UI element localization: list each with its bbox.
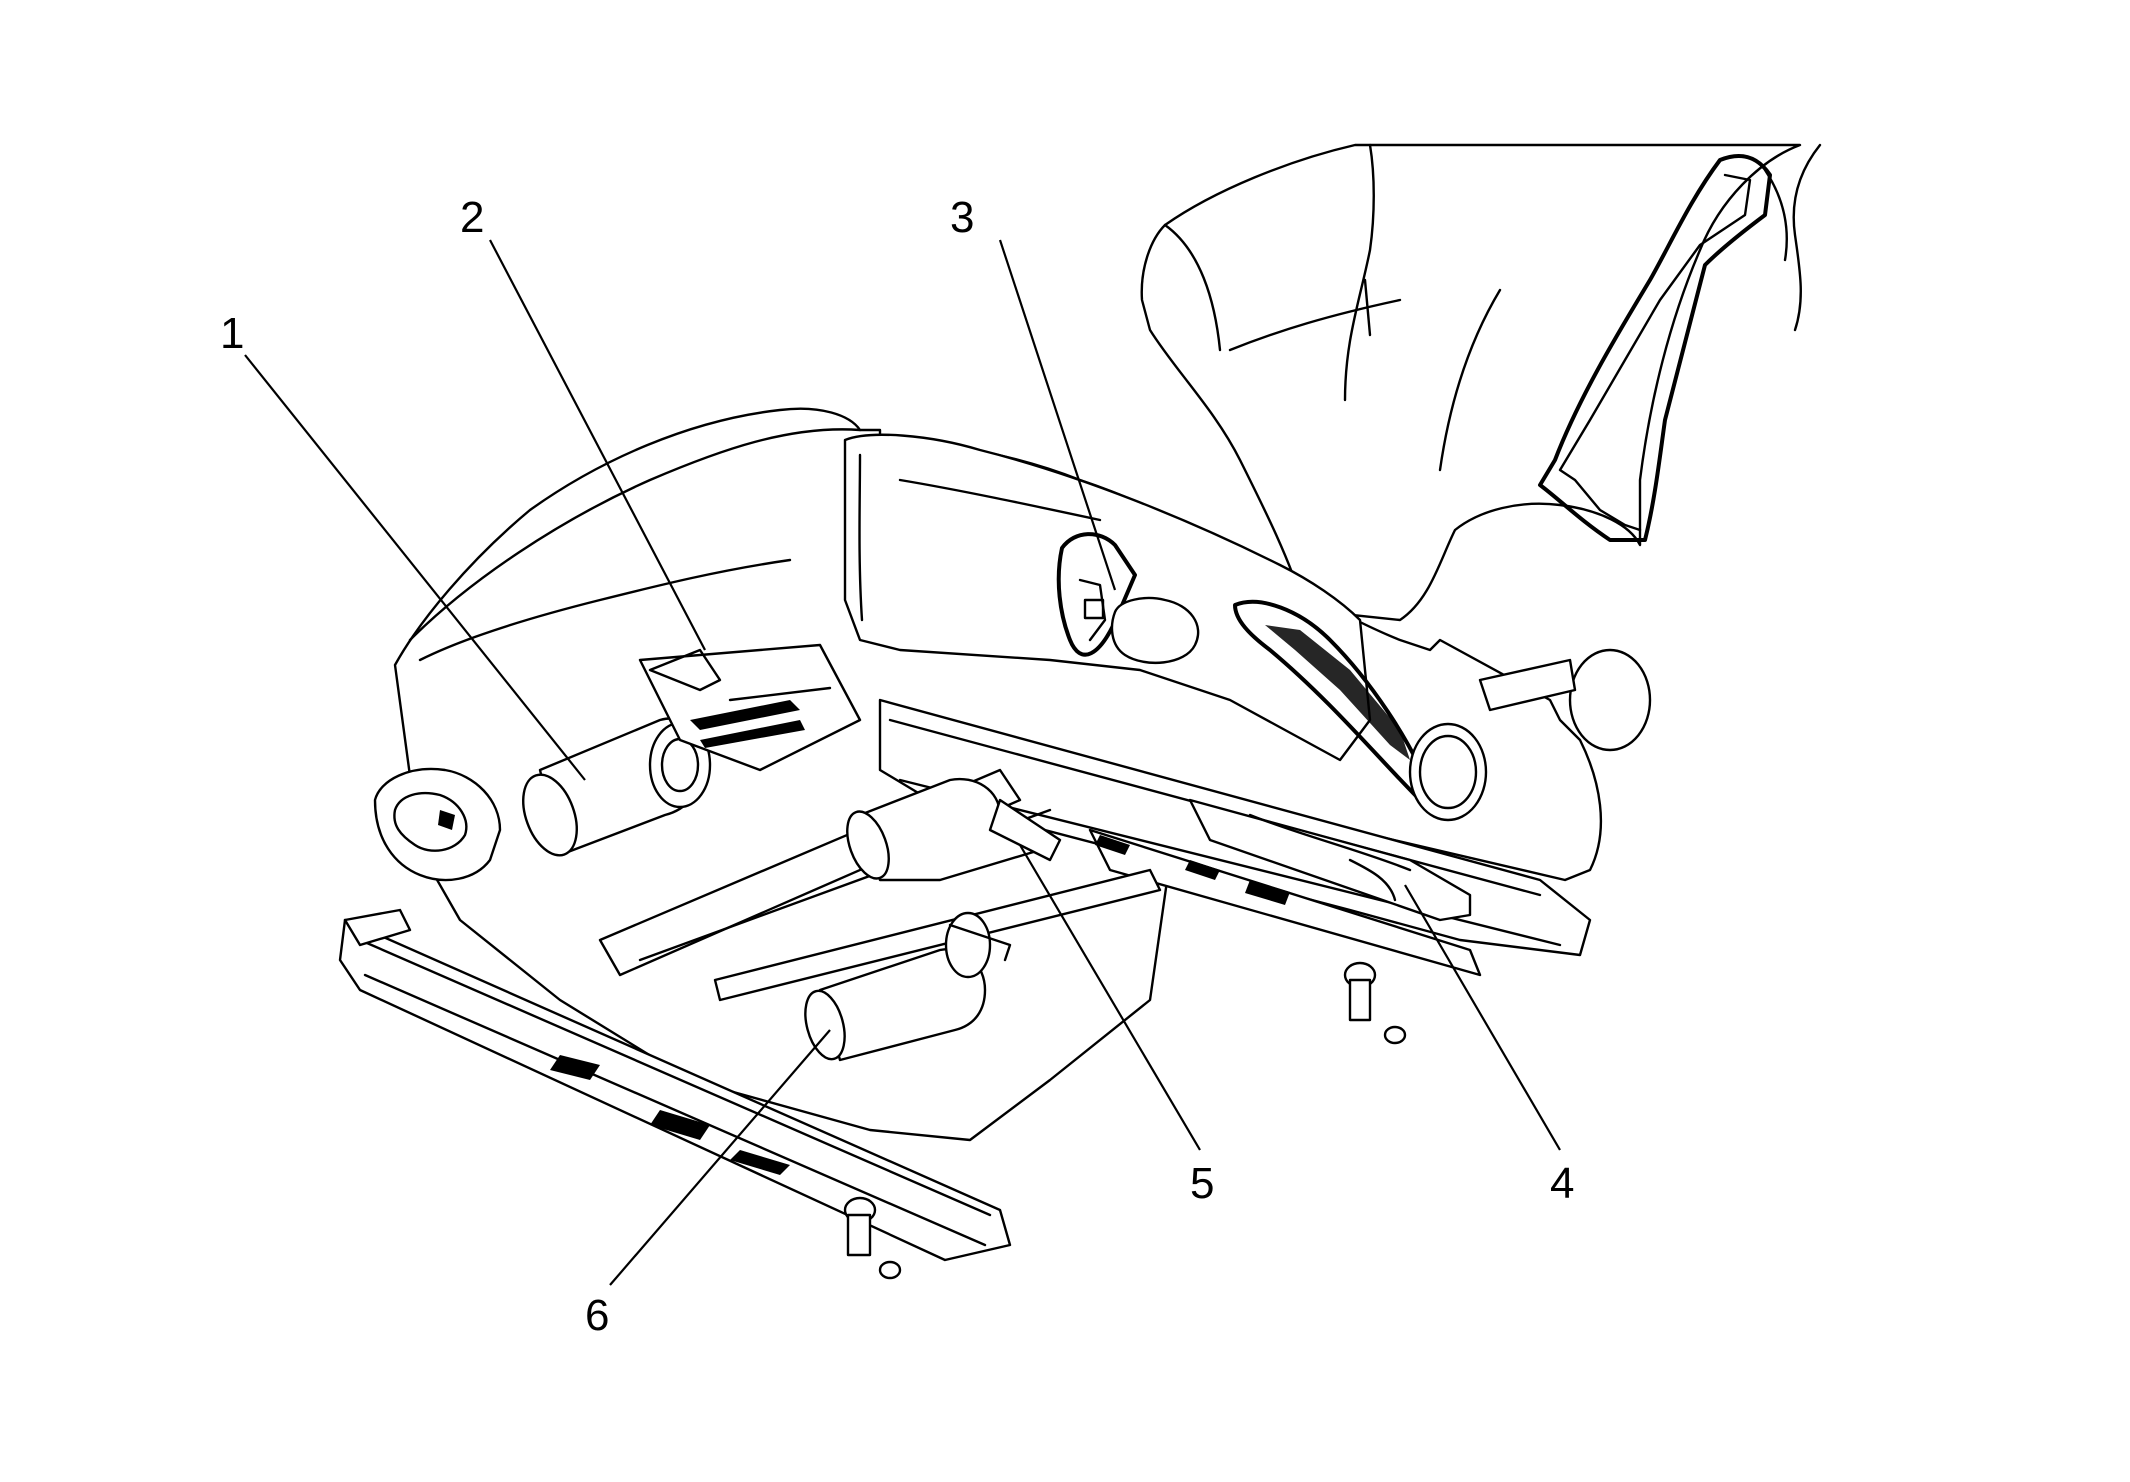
callout-4: 4 bbox=[1550, 1159, 1574, 1208]
leader-lines bbox=[244, 239, 1561, 1286]
leader-2 bbox=[489, 239, 706, 651]
callout-labels: 1 2 3 4 5 6 bbox=[220, 193, 1574, 1340]
callout-2: 2 bbox=[460, 193, 484, 242]
callout-6: 6 bbox=[585, 1291, 609, 1340]
seat-back bbox=[1140, 143, 1822, 622]
side-vent bbox=[1233, 599, 1652, 822]
leader-5 bbox=[1019, 844, 1201, 1151]
callout-1: 1 bbox=[220, 309, 244, 358]
recliner-handle bbox=[1056, 532, 1200, 665]
module-2 bbox=[638, 643, 862, 772]
callout-3: 3 bbox=[950, 193, 974, 242]
motor-5 bbox=[846, 777, 1062, 882]
leader-4 bbox=[1404, 884, 1561, 1151]
leader-6 bbox=[609, 1029, 831, 1286]
front-left-pad bbox=[373, 767, 502, 882]
callout-5: 5 bbox=[1190, 1159, 1214, 1208]
leader-3 bbox=[998, 239, 1117, 591]
motor-4 bbox=[1188, 798, 1472, 922]
motor-6 bbox=[804, 911, 1012, 1062]
leader-1 bbox=[244, 354, 586, 781]
